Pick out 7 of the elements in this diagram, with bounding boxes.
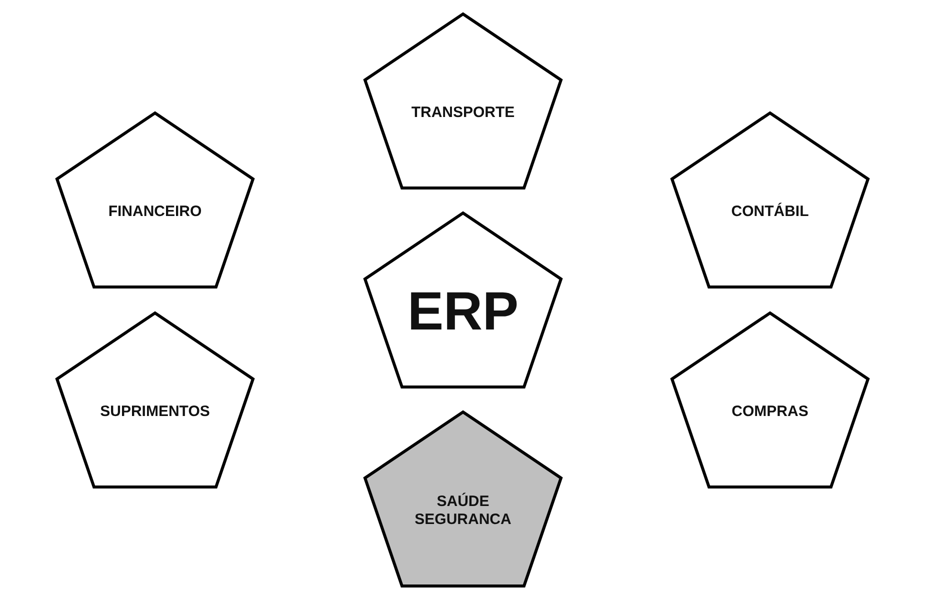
module-name: ERP <box>407 281 519 344</box>
module-name: CONTÁBIL <box>731 203 809 222</box>
module-name: COMPRAS <box>732 403 808 422</box>
module-name: FINANCEIRO <box>108 203 202 222</box>
module-name: SUPRIMENTOS <box>100 403 210 422</box>
module-name: TRANSPORTE <box>411 104 515 122</box>
module-name: SAÚDE SEGURANCA <box>414 493 512 530</box>
